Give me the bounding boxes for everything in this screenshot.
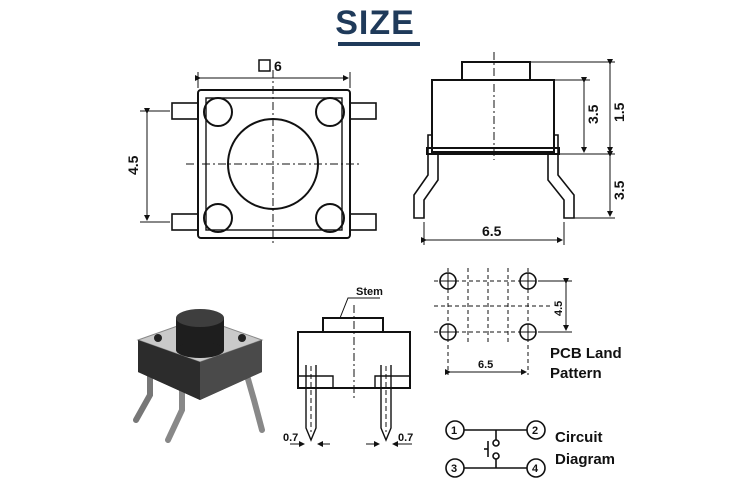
pcb-width-dim: 6.5 [478,359,493,371]
page-title: SIZE [335,4,415,42]
circuit-pin3: 3 [451,463,457,475]
corner-hole-br [315,203,345,233]
switch-3d-illustration [133,309,265,443]
side-body [431,79,555,153]
side-dim-b: 1.5 [611,102,627,122]
lead-top-left [171,102,199,120]
top-side-dim: 4.5 [125,155,141,175]
circuit-label-line1: Circuit [555,429,603,446]
square-symbol [258,59,271,72]
pcb-label-line1: PCB Land [550,345,622,362]
lead-top-right [349,102,377,120]
front-view [290,297,412,447]
side-left-leg [413,134,439,219]
side-view [413,52,615,245]
circuit-label-line2: Diagram [555,451,615,468]
front-stem [322,317,384,333]
pin-left-dim: 0.7 [283,432,298,444]
circuit-pin4: 4 [532,463,539,475]
pcb-height-dim: 4.5 [553,301,565,316]
circuit-pin2: 2 [532,425,538,437]
front-pin-left [305,365,317,442]
corner-hole-bl [203,203,233,233]
pcb-label-line2: Pattern [550,365,602,382]
side-width-dim: 6.5 [482,223,502,239]
corner-hole-tr [315,97,345,127]
side-top-cap [461,61,531,81]
circuit-diagram [445,420,546,478]
lead-bottom-left [171,213,199,231]
side-dim-a: 3.5 [585,104,601,124]
title-underline [338,42,420,46]
lead-bottom-right [349,213,377,231]
corner-hole-tl [203,97,233,127]
front-pin-right [380,365,392,442]
circuit-pin1: 1 [451,425,457,437]
side-dim-c: 3.5 [611,180,627,200]
stem-label: Stem [356,286,383,298]
top-view [140,59,377,246]
top-square-dim: 6 [274,58,282,74]
pin-right-dim: 0.7 [398,432,413,444]
pcb-land-pattern [434,268,572,375]
